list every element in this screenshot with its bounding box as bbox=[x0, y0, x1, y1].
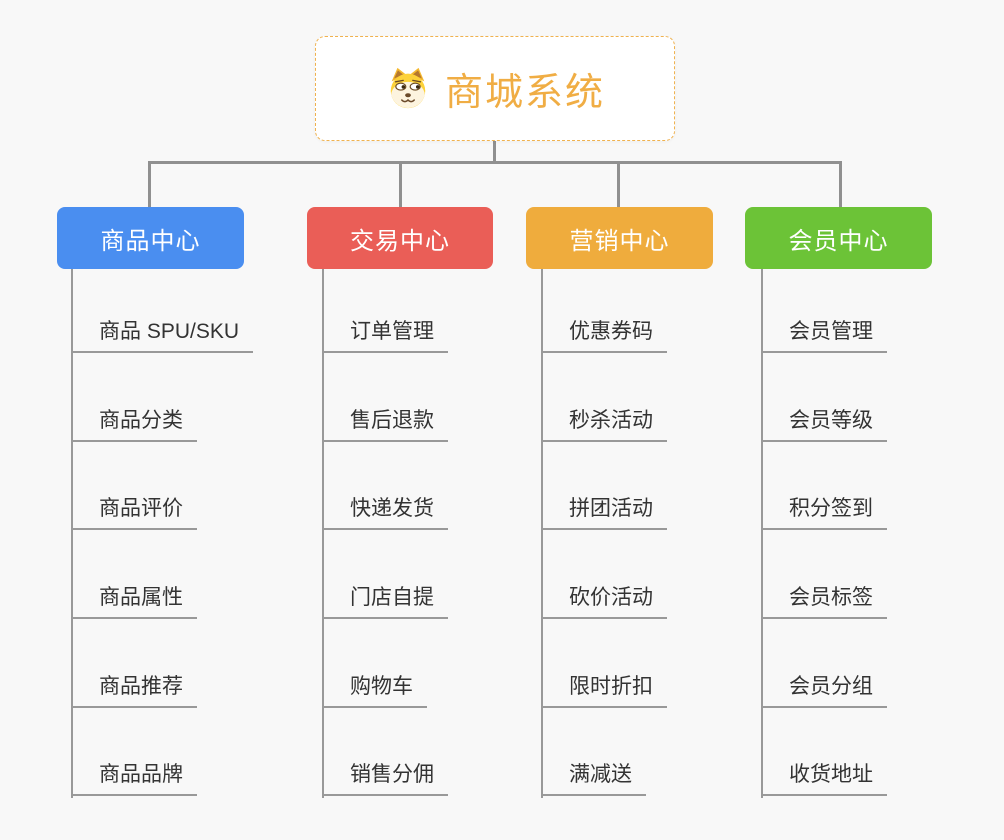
leaf-node[interactable]: 拼团活动 bbox=[541, 494, 667, 530]
branch-trunk-line bbox=[761, 269, 763, 798]
leaf-node[interactable]: 会员管理 bbox=[761, 317, 887, 353]
leaf-node[interactable]: 满减送 bbox=[541, 760, 646, 796]
leaf-node[interactable]: 购物车 bbox=[322, 672, 427, 708]
leaf-node[interactable]: 商品 SPU/SKU bbox=[71, 317, 254, 353]
leaf-node[interactable]: 砍价活动 bbox=[541, 583, 667, 619]
leaf-node[interactable]: 限时折扣 bbox=[541, 672, 667, 708]
connector-root-stub bbox=[493, 141, 496, 164]
branch-node-trade-center[interactable]: 交易中心 bbox=[307, 207, 493, 269]
root-node[interactable]: 商城系统 bbox=[315, 36, 675, 141]
connector-branch-stub bbox=[399, 161, 402, 207]
leaf-node[interactable]: 秒杀活动 bbox=[541, 406, 667, 442]
leaf-node[interactable]: 商品推荐 bbox=[71, 672, 197, 708]
branch-label: 商品中心 bbox=[100, 227, 201, 255]
branch-label: 会员中心 bbox=[788, 227, 889, 255]
leaf-node[interactable]: 销售分佣 bbox=[322, 760, 448, 796]
leaf-node[interactable]: 售后退款 bbox=[322, 406, 448, 442]
leaf-node[interactable]: 积分签到 bbox=[761, 494, 887, 530]
root-title: 商城系统 bbox=[444, 72, 605, 114]
leaf-node[interactable]: 商品评价 bbox=[71, 494, 197, 530]
branch-trunk-line bbox=[322, 269, 324, 798]
branch-label: 交易中心 bbox=[350, 227, 450, 255]
leaf-node[interactable]: 优惠券码 bbox=[541, 317, 667, 353]
leaf-node[interactable]: 门店自提 bbox=[322, 583, 448, 619]
leaf-node[interactable]: 会员等级 bbox=[761, 406, 887, 442]
leaf-node[interactable]: 商品分类 bbox=[71, 406, 197, 442]
branch-node-marketing-center[interactable]: 营销中心 bbox=[526, 207, 713, 269]
leaf-node[interactable]: 收货地址 bbox=[761, 760, 887, 796]
leaf-node[interactable]: 会员分组 bbox=[761, 672, 887, 708]
leaf-node[interactable]: 商品品牌 bbox=[71, 760, 197, 796]
branch-node-product-center[interactable]: 商品中心 bbox=[57, 207, 244, 269]
leaf-node[interactable]: 商品属性 bbox=[71, 583, 197, 619]
connector-branch-stub bbox=[617, 161, 620, 207]
dog-face-icon bbox=[390, 67, 426, 108]
leaf-node[interactable]: 快递发货 bbox=[322, 494, 448, 530]
branch-node-member-center[interactable]: 会员中心 bbox=[745, 207, 932, 269]
connector-horizontal-line bbox=[148, 161, 842, 164]
connector-branch-stub bbox=[148, 161, 151, 207]
leaf-node[interactable]: 会员标签 bbox=[761, 583, 887, 619]
leaf-node[interactable]: 订单管理 bbox=[322, 317, 448, 353]
connector-branch-stub bbox=[839, 161, 842, 207]
branch-label: 营销中心 bbox=[569, 227, 670, 255]
branch-trunk-line bbox=[541, 269, 543, 798]
branch-trunk-line bbox=[71, 269, 73, 798]
